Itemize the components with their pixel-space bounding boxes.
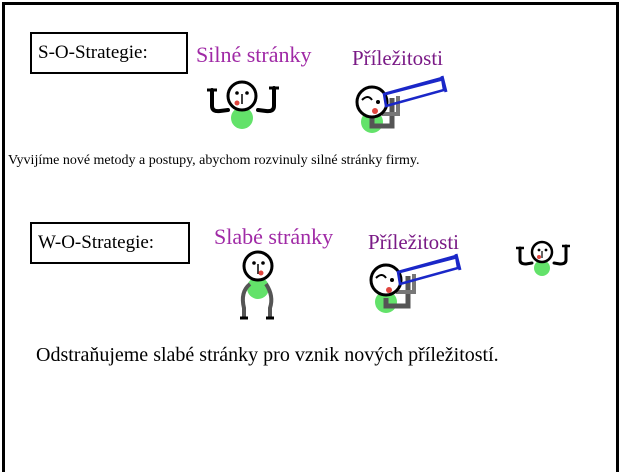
so-strong-figure-icon <box>207 80 279 129</box>
wo-description: Odstraňujeme slabé stránky pro vznik nov… <box>36 344 499 366</box>
wo-opportunities-label: Příležitosti <box>368 230 459 254</box>
wo-weaknesses-label: Slabé stránky <box>214 224 334 249</box>
so-description: Vyvijíme nové metody a postupy, abychom … <box>8 153 420 168</box>
so-opportunities-label: Příležitosti <box>352 46 443 70</box>
so-strengths-label: Silné stránky <box>196 42 312 67</box>
wo-strategy-label: W-O-Strategie: <box>30 222 190 264</box>
so-strategy-label: S-O-Strategie: <box>30 32 188 74</box>
wo-strong-figure-icon <box>516 240 570 276</box>
wo-weak-figure-icon <box>240 250 274 320</box>
wo-telescope-figure-icon <box>369 253 462 313</box>
wo-strategy-label-text: W-O-Strategie: <box>38 232 155 253</box>
so-strategy-label-text: S-O-Strategie: <box>38 42 148 63</box>
so-telescope-figure-icon <box>355 75 448 133</box>
